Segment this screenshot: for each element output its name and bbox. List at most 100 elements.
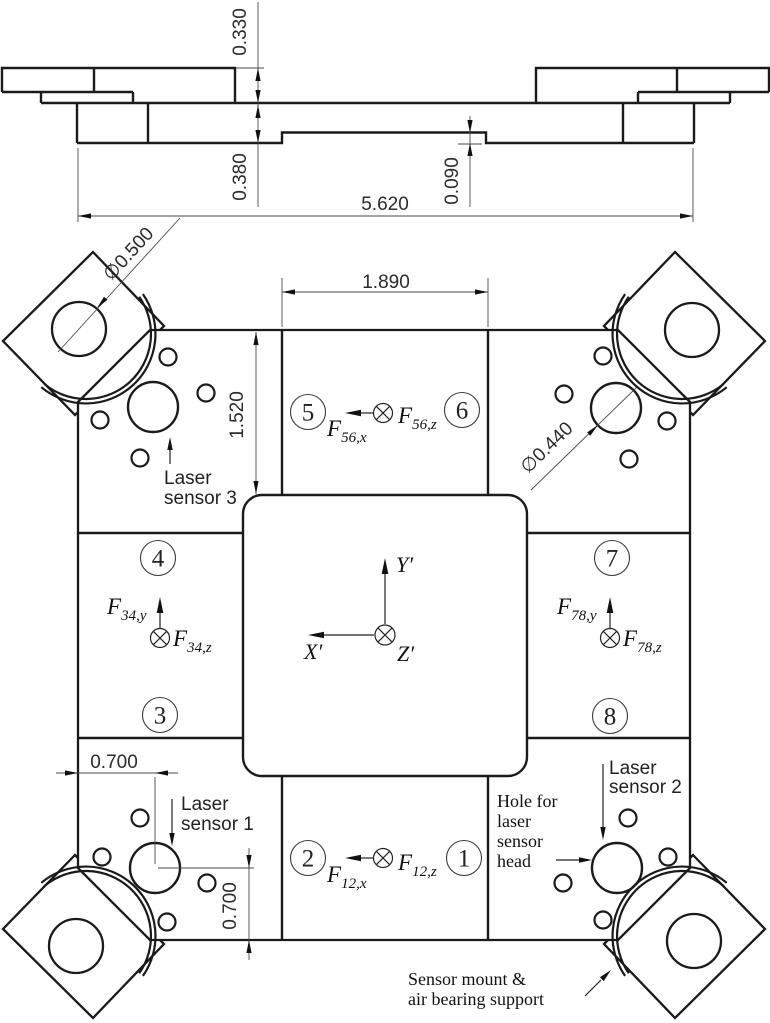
- annotations: Laser sensor 3 Laser sensor 1 Laser sens…: [164, 437, 682, 1009]
- arrowhead: [169, 833, 175, 846]
- leader-mount-dia: [57, 217, 181, 353]
- mount-hole-bottom-left: [47, 917, 105, 975]
- dim-overall-width: 5.620: [361, 194, 409, 215]
- force-label-f34y: F34,y: [106, 594, 147, 624]
- dim-line-5620: [77, 148, 694, 222]
- side-plate-bottom: [75, 103, 696, 145]
- air-bearing-arc-bottom-left: [40, 865, 157, 977]
- station-circle-7: [593, 539, 631, 577]
- arrowhead: [167, 437, 173, 450]
- station-circle-3: [141, 696, 179, 734]
- air-bearing-arc-top-left: [40, 293, 157, 405]
- station-number-4: 4: [152, 546, 165, 573]
- station-circle-5: [289, 393, 327, 431]
- arrowhead: [253, 481, 259, 494]
- label-laser-sensor3-line1: Laser: [164, 468, 212, 489]
- laser-hole-sensor3: [126, 380, 180, 434]
- arrowhead: [599, 970, 611, 982]
- station-number-1: 1: [458, 846, 471, 873]
- station-circle-2: [289, 839, 327, 877]
- dim-mount-height: 0.330: [230, 8, 251, 56]
- arrowhead: [255, 130, 261, 143]
- laser-hole-top-right: [589, 381, 643, 435]
- arrowhead: [255, 90, 261, 103]
- force-label-f12x: F12,x: [326, 862, 367, 892]
- dim-line-vertical-0330-0380: [236, 2, 264, 207]
- leader-sensor-dia: [530, 386, 638, 491]
- arrowhead: [253, 332, 259, 345]
- label-laser-sensor2-line1: Laser: [609, 758, 657, 779]
- station-circle-8: [591, 697, 629, 735]
- station-number-7: 7: [606, 546, 619, 573]
- arrowhead: [246, 855, 252, 868]
- arrowhead: [156, 597, 164, 613]
- arrowhead: [308, 631, 324, 639]
- station-number-2: 2: [302, 846, 315, 873]
- force-into-page-icon: [599, 627, 621, 649]
- label-hole-note-line1: Hole for: [497, 791, 557, 811]
- dim-hole-offset-x: 0.700: [90, 752, 138, 773]
- arrowhead: [467, 143, 473, 156]
- mount-hole-top-right: [663, 301, 721, 359]
- station-circle-4: [139, 539, 177, 577]
- label-laser-sensor2-line2: sensor 2: [609, 777, 682, 798]
- arrowhead: [345, 854, 361, 862]
- arrowhead: [587, 425, 598, 436]
- arrowhead: [246, 940, 252, 953]
- plan-view: 5 6 4 7 3 8 2 1 F56,x F56,z: [1, 217, 767, 1020]
- arrowhead: [255, 105, 261, 118]
- block-divider-lines: [78, 330, 690, 940]
- dim-corner-block-height: 1.520: [227, 391, 248, 439]
- label-mount-note-line1: Sensor mount &: [408, 969, 526, 989]
- side-view: 0.330 0.380 0.090 5.620: [0, 2, 770, 222]
- bolt-holes: [90, 346, 678, 932]
- label-hole-note-line2: laser: [497, 811, 531, 831]
- center-pocket: [241, 493, 529, 778]
- laser-hole-sensor2: [590, 841, 644, 895]
- station-number-5: 5: [302, 400, 315, 427]
- force-into-page-icon: [149, 627, 171, 649]
- force-label-f56z: F56,z: [397, 403, 437, 433]
- arrowhead: [78, 213, 91, 219]
- arrowhead: [579, 857, 592, 863]
- dim-recess-depth: 0.090: [442, 157, 463, 205]
- arrowhead: [606, 597, 614, 613]
- arrowhead: [345, 409, 361, 417]
- axis-label-x: X′: [303, 639, 323, 664]
- dim-plate-thickness: 0.380: [230, 153, 251, 201]
- arrowhead: [381, 558, 389, 574]
- arrowhead: [155, 770, 168, 776]
- label-laser-sensor3-line2: sensor 3: [164, 488, 237, 509]
- arrowhead: [255, 68, 261, 81]
- mount-hole-bottom-right: [665, 912, 723, 970]
- dia-mount-hole-label: ∅0.500: [100, 224, 159, 286]
- station-circle-6: [443, 391, 481, 429]
- dim-line-1890: [281, 278, 489, 327]
- arrowhead: [282, 289, 295, 295]
- force-label-f78z: F78,z: [622, 626, 662, 656]
- arrowhead: [65, 770, 78, 776]
- label-mount-note-line2: air bearing support: [408, 989, 544, 1009]
- label-laser-sensor1-line1: Laser: [181, 794, 229, 815]
- z-axis-into-page-icon: [374, 624, 396, 646]
- dim-center-block-width: 1.890: [362, 272, 410, 293]
- arrowhead: [475, 289, 488, 295]
- side-left-flange: [0, 66, 237, 103]
- arrowhead: [680, 213, 693, 219]
- station-number-6: 6: [456, 398, 469, 425]
- arrowhead: [97, 296, 108, 308]
- arrowhead: [600, 827, 606, 840]
- force-label-f12z: F12,z: [397, 850, 437, 880]
- force-label-f34z: F34,z: [172, 626, 212, 656]
- force-vectors: F56,x F56,z F34,y F34,z F78,y F78,z F12,…: [106, 402, 662, 892]
- force-label-f56x: F56,x: [326, 416, 367, 446]
- axis-label-z: Z′: [397, 641, 415, 666]
- dim-hole-offset-y: 0.700: [220, 882, 241, 930]
- coordinate-system: X′ Y′ Z′: [303, 552, 415, 666]
- station-balloons: 5 6 4 7 3 8 2 1: [139, 391, 631, 877]
- station-number-3: 3: [154, 703, 167, 730]
- air-bearing-arc-top-right: [611, 293, 728, 405]
- station-number-8: 8: [604, 704, 617, 731]
- axis-label-y: Y′: [396, 552, 414, 577]
